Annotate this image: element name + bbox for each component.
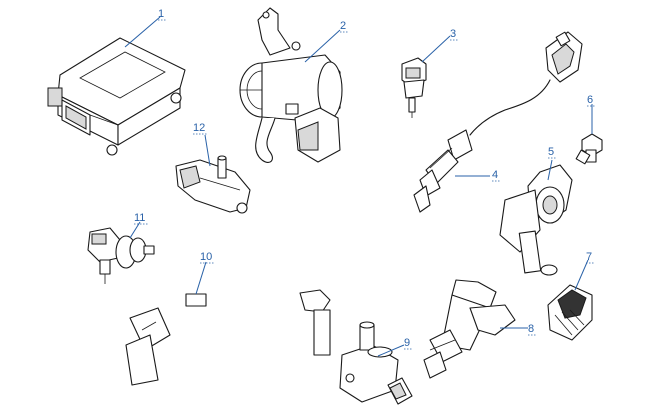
part-4-lambda-sensor[interactable] [413,31,583,213]
leader-5 [547,159,553,181]
callouts: 1 2 3 4 5 6 7 8 9 10 11 12 [124,8,595,357]
part-12-pressure-sensor[interactable] [175,155,251,214]
part-7-connector[interactable] [547,284,593,341]
part-11-idle-actuator[interactable] [87,227,155,284]
leader-3 [421,35,451,63]
callout-4[interactable]: 4 [492,169,498,181]
callout-9[interactable]: 9 [404,337,410,349]
callout-10[interactable]: 10 [200,251,212,263]
part-8-fuel-injector[interactable] [423,279,516,379]
part-9-map-sensor[interactable] [339,321,413,405]
callout-3[interactable]: 3 [450,28,456,40]
part-3-temperature-sensor[interactable] [401,57,427,118]
callout-8[interactable]: 8 [528,323,534,335]
leader-9 [377,344,405,357]
part-2-throttle-body[interactable] [239,7,343,163]
leader-11 [129,221,141,239]
callout-12[interactable]: 12 [193,122,205,134]
part-6-screw[interactable] [575,133,603,165]
leader-7 [574,259,589,291]
leader-12 [204,134,211,167]
leader-10 [195,261,207,295]
part-5-ignition-coil[interactable] [499,164,573,276]
callout-11[interactable]: 11 [134,212,145,224]
callout-7[interactable]: 7 [586,251,592,263]
callout-2[interactable]: 2 [340,20,346,32]
callout-5[interactable]: 5 [548,146,554,158]
part-1-ecu[interactable] [47,37,186,156]
callout-1[interactable]: 1 [158,8,164,20]
leader-1 [124,16,161,48]
leader-2 [304,29,341,63]
callout-6[interactable]: 6 [587,94,593,106]
part-10-ignition-cable[interactable] [125,289,331,386]
